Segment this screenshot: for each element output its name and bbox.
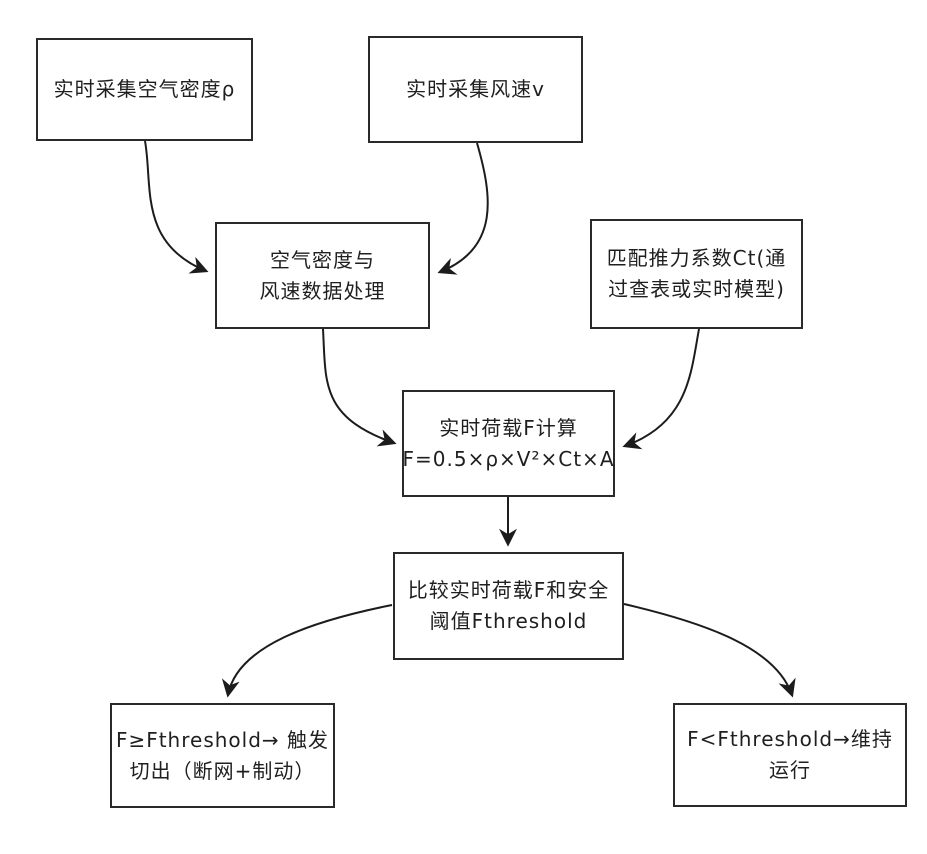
arrow-compare-to-maintain [623,603,796,698]
flow-box-label: 实时荷载F计算 [439,415,578,440]
flow-box-label: 阈值Fthreshold [429,609,588,633]
arrow-processing-to-loadcalc [322,328,397,447]
flow-box-label: 过查表或实时模型) [608,277,785,301]
flow-box-label: 匹配推力系数Ct(通 [606,246,787,270]
arrow-windspeed-to-processing [437,142,489,275]
flow-box-label: 比较实时荷载F和安全 [407,578,610,602]
flow-box-label: F≥Fthreshold→ 触发 [115,727,330,752]
flow-box-thrust-coefficient: 匹配推力系数Ct(通 过查表或实时模型) [590,219,803,329]
flow-box-data-processing: 空气密度与 风速数据处理 [215,222,430,329]
flow-box-label: 运行 [769,758,811,782]
flow-box-label: 风速数据处理 [259,278,386,303]
flow-box-label: 空气密度与 [270,247,375,272]
arrow-compare-to-cutout [221,604,393,698]
flow-box-label: 切出（断网+制动） [129,758,316,783]
flow-box-label: 实时采集空气密度ρ [53,77,236,101]
flow-box-load-calculation: 实时荷载F计算 F=0.5×ρ×V²×Ct×A [402,390,615,497]
flow-box-label: F<Fthreshold→维持 [687,727,893,751]
arrow-density-to-processing [144,140,209,274]
flow-box-wind-speed: 实时采集风速v [368,36,583,143]
flow-box-label: 实时采集风速v [406,77,545,101]
flow-box-trigger-cutout: F≥Fthreshold→ 触发 切出（断网+制动） [110,703,335,808]
flow-box-air-density: 实时采集空气密度ρ [36,38,253,141]
flow-box-formula: F=0.5×ρ×V²×Ct×A [402,446,615,471]
arrow-thrust-to-loadcalc [622,328,700,450]
flow-box-maintain-operation: F<Fthreshold→维持 运行 [673,703,907,807]
flow-box-compare-threshold: 比较实时荷载F和安全 阈值Fthreshold [393,552,624,660]
